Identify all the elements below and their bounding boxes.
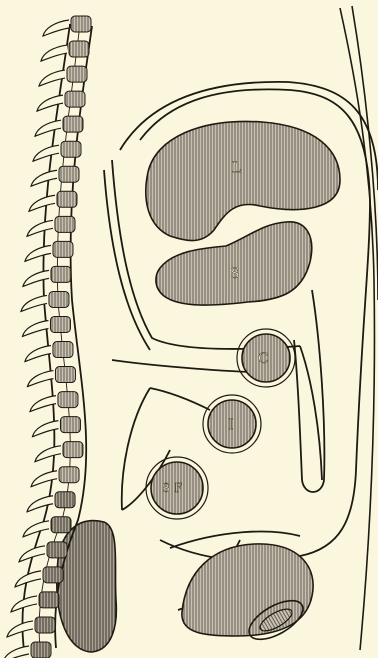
vertebra: [43, 567, 63, 583]
colon: C: [237, 329, 295, 387]
sigmoid-flexure-label: S F: [162, 481, 182, 495]
spinous-process: [41, 45, 67, 61]
liver: L: [146, 121, 340, 240]
spinous-process: [22, 320, 48, 336]
vertebra: [53, 241, 73, 257]
vertebra: [67, 66, 87, 82]
vertebra: [55, 492, 75, 508]
vertebra: [65, 91, 85, 107]
sigmoid-flexure: S F: [146, 457, 208, 519]
vertebra: [53, 342, 73, 358]
liver-label: L: [232, 160, 241, 176]
spinous-process: [25, 346, 51, 362]
spinous-process: [29, 195, 55, 211]
vertebra: [31, 642, 51, 658]
spinous-process: [25, 245, 51, 261]
spinous-process: [35, 446, 61, 462]
spinous-process: [21, 295, 47, 311]
abdominal-wall: [340, 6, 378, 650]
vertebra: [55, 367, 75, 383]
vertebra: [60, 417, 80, 433]
vertebra: [71, 16, 91, 32]
vertebra: [58, 392, 78, 408]
spinous-process: [3, 646, 29, 658]
vertebra: [51, 266, 71, 282]
stomach-label: S: [230, 266, 240, 282]
spinous-process: [27, 371, 53, 387]
spinous-process: [33, 145, 59, 161]
spinous-process: [27, 496, 53, 512]
spinous-process: [31, 471, 57, 487]
spinous-process: [30, 396, 56, 412]
vertebra: [59, 166, 79, 182]
spinous-process: [27, 220, 53, 236]
vertebra: [35, 617, 55, 633]
vertebra: [61, 141, 81, 157]
spinous-process: [23, 521, 49, 537]
vertebra: [47, 542, 67, 558]
vertebra: [51, 517, 71, 533]
spinous-process: [23, 270, 49, 286]
spinous-process: [31, 170, 57, 186]
vertebra: [63, 116, 83, 132]
intestine: I: [203, 395, 261, 453]
vertebra: [49, 291, 69, 307]
intestine-label: I: [228, 417, 234, 433]
spinous-process: [35, 120, 61, 136]
vertebra: [59, 467, 79, 483]
colon-label: C: [258, 351, 269, 367]
vertebra: [39, 592, 59, 608]
spinous-process: [7, 621, 33, 637]
spinous-process: [37, 95, 63, 111]
rectum: [57, 521, 117, 652]
vertebra: [57, 191, 77, 207]
spinous-process: [43, 20, 69, 36]
bladder: [182, 544, 313, 636]
vertebra: [55, 216, 75, 232]
vertebra: [69, 41, 89, 57]
vertebra: [63, 442, 83, 458]
vertebra: [50, 316, 70, 332]
